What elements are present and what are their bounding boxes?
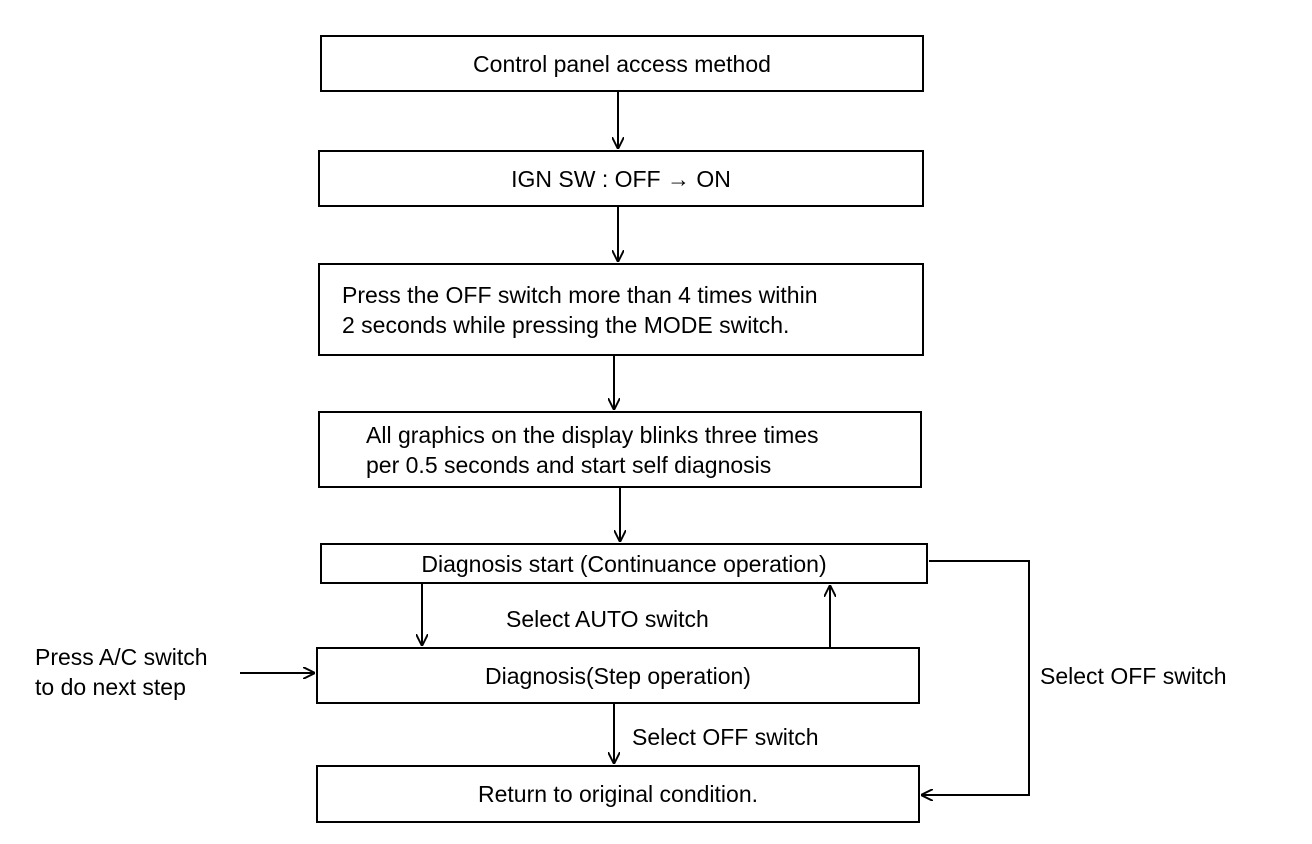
arrow-diag-start-to-return [921,560,1030,795]
label-select-off-switch-right: Select OFF switch [1040,663,1227,689]
step-display-blink-line2: per 0.5 seconds and start self diagnosis [366,451,772,478]
label-press-ac-line1: Press A/C switch [35,644,208,670]
step-press-off-line2: 2 seconds while pressing the MODE switch… [342,311,790,338]
step-press-off-line1: Press the OFF switch more than 4 times w… [342,281,818,308]
step-ign-switch-text: IGN SW : OFF → ON [511,165,731,192]
step-diagnosis-step: Diagnosis(Step operation) [316,647,920,704]
step-access-method: Control panel access method [320,35,924,92]
step-diagnosis-step-text: Diagnosis(Step operation) [485,662,751,689]
step-diagnosis-start: Diagnosis start (Continuance operation) [320,543,928,584]
label-press-ac-line2: to do next step [35,674,186,700]
step-diagnosis-start-text: Diagnosis start (Continuance operation) [421,550,827,577]
label-select-off-switch-bottom: Select OFF switch [632,724,819,750]
step-ign-switch: IGN SW : OFF → ON [318,150,924,207]
step-return-original-text: Return to original condition. [478,781,758,807]
step-press-off-switch: Press the OFF switch more than 4 times w… [318,263,924,356]
step-return-original: Return to original condition. [316,765,920,823]
label-press-ac-switch: Press A/C switch to do next step [35,642,208,702]
step-display-blink: All graphics on the display blinks three… [318,411,922,488]
label-select-auto-switch: Select AUTO switch [506,606,709,632]
step-display-blink-line1: All graphics on the display blinks three… [366,421,819,448]
step-access-method-text: Control panel access method [473,50,771,77]
